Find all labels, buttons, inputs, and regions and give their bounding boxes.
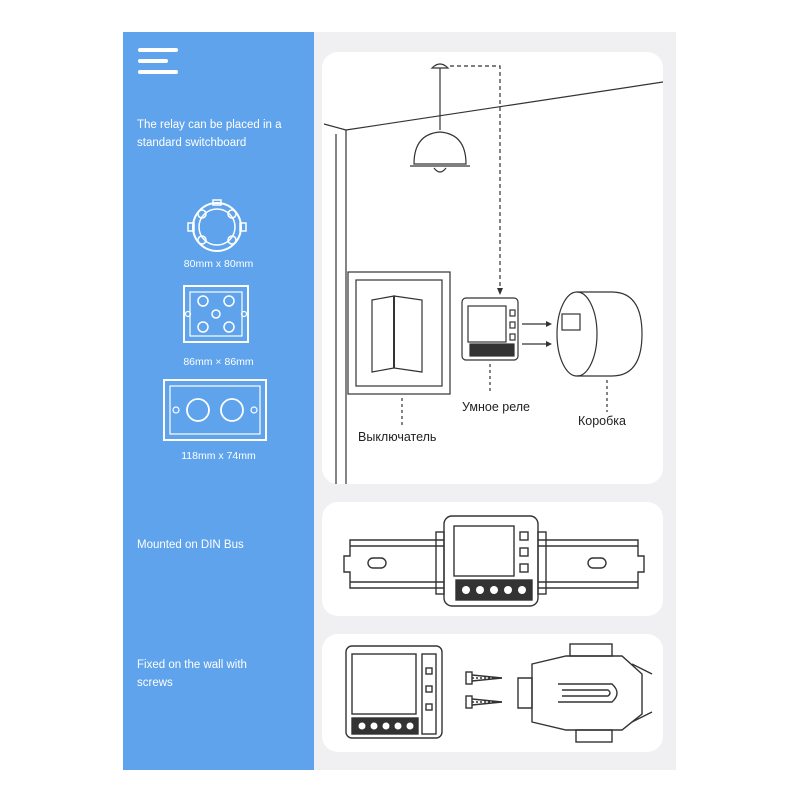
relay-placement-text: The relay can be placed in a standard sw… xyxy=(137,119,282,149)
box-size-label-rect: 118mm x 74mm xyxy=(181,450,256,462)
din-mount-text: Mounted on DIN Bus xyxy=(137,539,244,551)
box-size-label-round: 80mm x 80mm xyxy=(183,258,254,270)
round-box-icon xyxy=(187,199,247,252)
square-box-icon xyxy=(183,285,249,343)
wall-mount-diagram xyxy=(345,643,653,743)
menu-icon[interactable] xyxy=(138,48,180,78)
sidebar xyxy=(123,32,314,770)
relay-label: Умное реле xyxy=(462,400,530,414)
box-size-label-square: 86mm × 86mm xyxy=(183,356,254,368)
din-rail-diagram xyxy=(343,515,645,607)
installation-diagram xyxy=(323,63,663,484)
rect-box-icon xyxy=(163,379,267,441)
wall-mount-panel xyxy=(322,634,663,752)
installation-diagram-panel: Выключатель Умное реле Коробка xyxy=(322,52,663,484)
din-rail-panel xyxy=(322,502,663,616)
box-label: Коробка xyxy=(578,414,626,428)
switch-label: Выключатель xyxy=(358,430,437,444)
wall-mount-text: Fixed on the wall with screws xyxy=(137,659,247,689)
